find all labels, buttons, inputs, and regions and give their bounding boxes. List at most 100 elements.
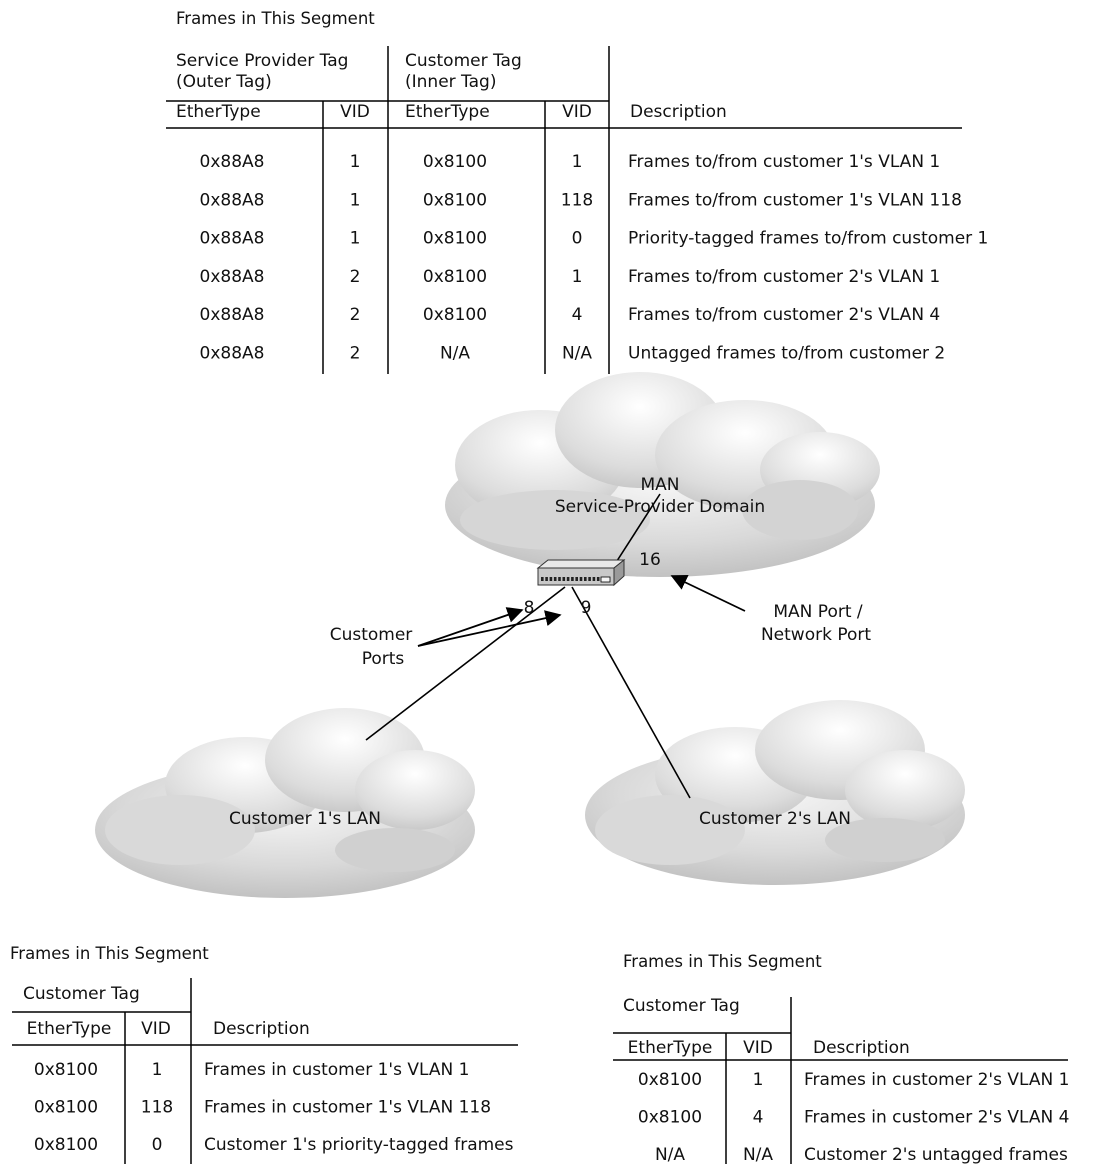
customer1-cloud (95, 708, 475, 898)
cell-ethertype: 0x8100 (34, 1098, 98, 1118)
table-row: 0x8100 1 Frames in customer 2's VLAN 1 (638, 1070, 1069, 1090)
top-table-title: Frames in This Segment (176, 9, 375, 28)
table-row: 0x8100 0 Customer 1's priority-tagged fram… (34, 1135, 514, 1155)
col-header-vid: VID (141, 1019, 171, 1039)
cell-outer-ethertype: 0x88A8 (200, 152, 265, 172)
customer2-cloud (585, 700, 965, 885)
col-header-vid: VID (562, 102, 592, 122)
uplink-port-icon (600, 576, 611, 583)
customer-ports-label: Customer (330, 625, 413, 645)
switch-port-icon (553, 577, 557, 581)
cell-vid: 1 (152, 1060, 163, 1080)
cell-vid: 118 (141, 1098, 173, 1118)
cell-vid: 0 (152, 1135, 163, 1155)
switch-port-icon (575, 577, 578, 581)
switch-port-icon (579, 577, 583, 581)
cell-outer-vid: 1 (350, 190, 361, 210)
cell-description: Frames in customer 1's VLAN 118 (204, 1098, 491, 1118)
col-header-vid: VID (743, 1038, 773, 1058)
cell-inner-vid: 0 (572, 229, 583, 249)
customer1-cloud-label: Customer 1's LAN (229, 809, 381, 829)
customer-ports-label-line2: Ports (362, 649, 405, 669)
cell-inner-vid: 4 (572, 305, 583, 325)
cell-vid: 4 (753, 1108, 764, 1128)
cell-outer-ethertype: 0x88A8 (200, 267, 265, 287)
cell-inner-vid: 1 (572, 152, 583, 172)
sp-tag-header-line2: (Outer Tag) (176, 72, 272, 92)
col-header-vid: VID (340, 102, 370, 122)
table-row: N/A N/A Customer 2's untagged frames (655, 1145, 1068, 1164)
cell-ethertype: 0x8100 (34, 1135, 98, 1155)
switch-port-icon (596, 577, 600, 581)
cell-ethertype: 0x8100 (34, 1060, 98, 1080)
cell-outer-vid: 1 (350, 229, 361, 249)
right-cust-tag-header: Customer Tag (623, 996, 740, 1016)
switch-port-icon (566, 577, 570, 581)
port-16-label: 16 (639, 550, 661, 570)
customer-port-arrow (417, 610, 562, 647)
man-port-arrow (670, 574, 746, 612)
cell-description: Untagged frames to/from customer 2 (628, 344, 945, 364)
cust-tag-header-line2: (Inner Tag) (405, 72, 496, 92)
cell-inner-ethertype: N/A (440, 344, 470, 364)
col-header-description: Description (813, 1038, 910, 1058)
cell-inner-vid: 1 (572, 267, 583, 287)
cell-description: Frames to/from customer 1's VLAN 1 (628, 152, 940, 172)
col-header-ethertype: EtherType (628, 1038, 713, 1058)
cell-vid: 1 (753, 1070, 764, 1090)
switch-port-icon (558, 577, 561, 581)
man-port-label: MAN Port / (773, 602, 863, 622)
cell-description: Frames to/from customer 1's VLAN 118 (628, 190, 962, 210)
cell-outer-ethertype: 0x88A8 (200, 190, 265, 210)
customer2-cloud-label: Customer 2's LAN (699, 809, 851, 829)
cell-outer-ethertype: 0x88A8 (200, 229, 265, 249)
switch-port-icon (571, 577, 574, 581)
cell-description: Frames in customer 2's VLAN 1 (804, 1070, 1069, 1090)
customer1-link (365, 586, 566, 741)
cell-ethertype: 0x8100 (638, 1070, 702, 1090)
cell-outer-ethertype: 0x88A8 (200, 344, 265, 364)
switch-port-icon (562, 577, 566, 581)
cell-description: Frames to/from customer 2's VLAN 4 (628, 305, 940, 325)
cell-description: Frames to/from customer 2's VLAN 1 (628, 267, 940, 287)
cell-vid: N/A (743, 1145, 773, 1164)
man-cloud-label: MAN (640, 475, 679, 495)
switch-port-icon (592, 577, 596, 581)
cell-description: Customer 1's priority-tagged frames (204, 1135, 514, 1155)
customer-port-arrow (417, 607, 524, 647)
col-header-ethertype: EtherType (176, 102, 261, 122)
cell-inner-ethertype: 0x8100 (423, 267, 487, 287)
col-header-description: Description (213, 1019, 310, 1039)
network-port-label: Network Port (761, 625, 871, 645)
port-9-label: 9 (581, 598, 592, 618)
left-frames-table: Frames in This Segment Customer Tag Ethe… (10, 944, 518, 1164)
cell-inner-vid: 118 (561, 190, 593, 210)
cell-inner-ethertype: 0x8100 (423, 305, 487, 325)
right-table-title: Frames in This Segment (623, 952, 822, 971)
cell-ethertype: N/A (655, 1145, 685, 1164)
port-8-label: 8 (524, 598, 535, 618)
col-header-ethertype: EtherType (405, 102, 490, 122)
cell-outer-vid: 1 (350, 152, 361, 172)
cell-ethertype: 0x8100 (638, 1108, 702, 1128)
table-row: 0x88A8 1 0x8100 1 Frames to/from customer 1'… (200, 152, 941, 172)
cell-outer-vid: 2 (350, 344, 361, 364)
left-cust-tag-header: Customer Tag (23, 984, 140, 1004)
cell-description: Customer 2's untagged frames (804, 1145, 1068, 1164)
cell-inner-vid: N/A (562, 344, 592, 364)
cell-inner-ethertype: 0x8100 (423, 152, 487, 172)
switch-port-icon (584, 577, 587, 581)
switch-port-icon (545, 577, 548, 581)
switch-icon (536, 558, 626, 587)
cell-inner-ethertype: 0x8100 (423, 229, 487, 249)
cust-tag-header-line1: Customer Tag (405, 51, 522, 71)
